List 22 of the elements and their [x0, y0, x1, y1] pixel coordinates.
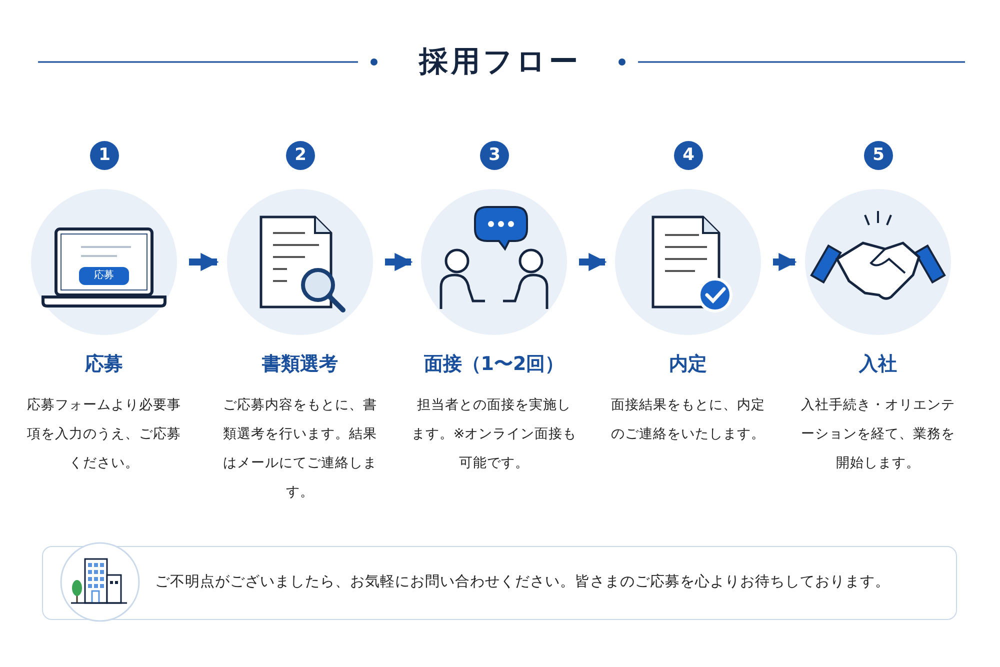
- step-number: 3: [480, 141, 509, 170]
- step-number: 2: [286, 141, 315, 170]
- arrow: [773, 252, 797, 272]
- closing-message: ご不明点がございましたら、お気軽にお問い合わせください。皆さまのご応募を心よりお待ちしております。: [155, 572, 890, 591]
- title: 採用フロー: [417, 43, 582, 80]
- step-number: 4: [674, 141, 703, 170]
- step-title: 内定: [668, 352, 708, 377]
- step-title: 書類選考: [261, 352, 339, 377]
- step-description: 担当者との面接を実施します。※オンライン面接も可能です。: [411, 396, 577, 473]
- apply-button: 応募: [79, 267, 129, 285]
- step-title: 応募: [84, 352, 124, 377]
- step-description: 応募フォームより必要事項を入力のうえ、ご応募ください。: [26, 396, 182, 473]
- step-title: 入社: [858, 352, 898, 377]
- step-number: 1: [90, 141, 119, 170]
- step-title: 面接（1〜2回）: [422, 352, 566, 377]
- step-description: 入社手続き・オリエンテーションを経て、業務を開始します。: [800, 396, 956, 473]
- arrow: [189, 252, 219, 272]
- arrow: [579, 252, 607, 272]
- step-description: ご応募内容をもとに、書類選考を行います。結果はメールにてご連絡します。: [222, 396, 378, 502]
- step-number: 5: [864, 141, 893, 170]
- step-description: 面接結果をもとに、内定のご連絡をいたします。: [610, 396, 766, 444]
- arrow: [385, 252, 413, 272]
